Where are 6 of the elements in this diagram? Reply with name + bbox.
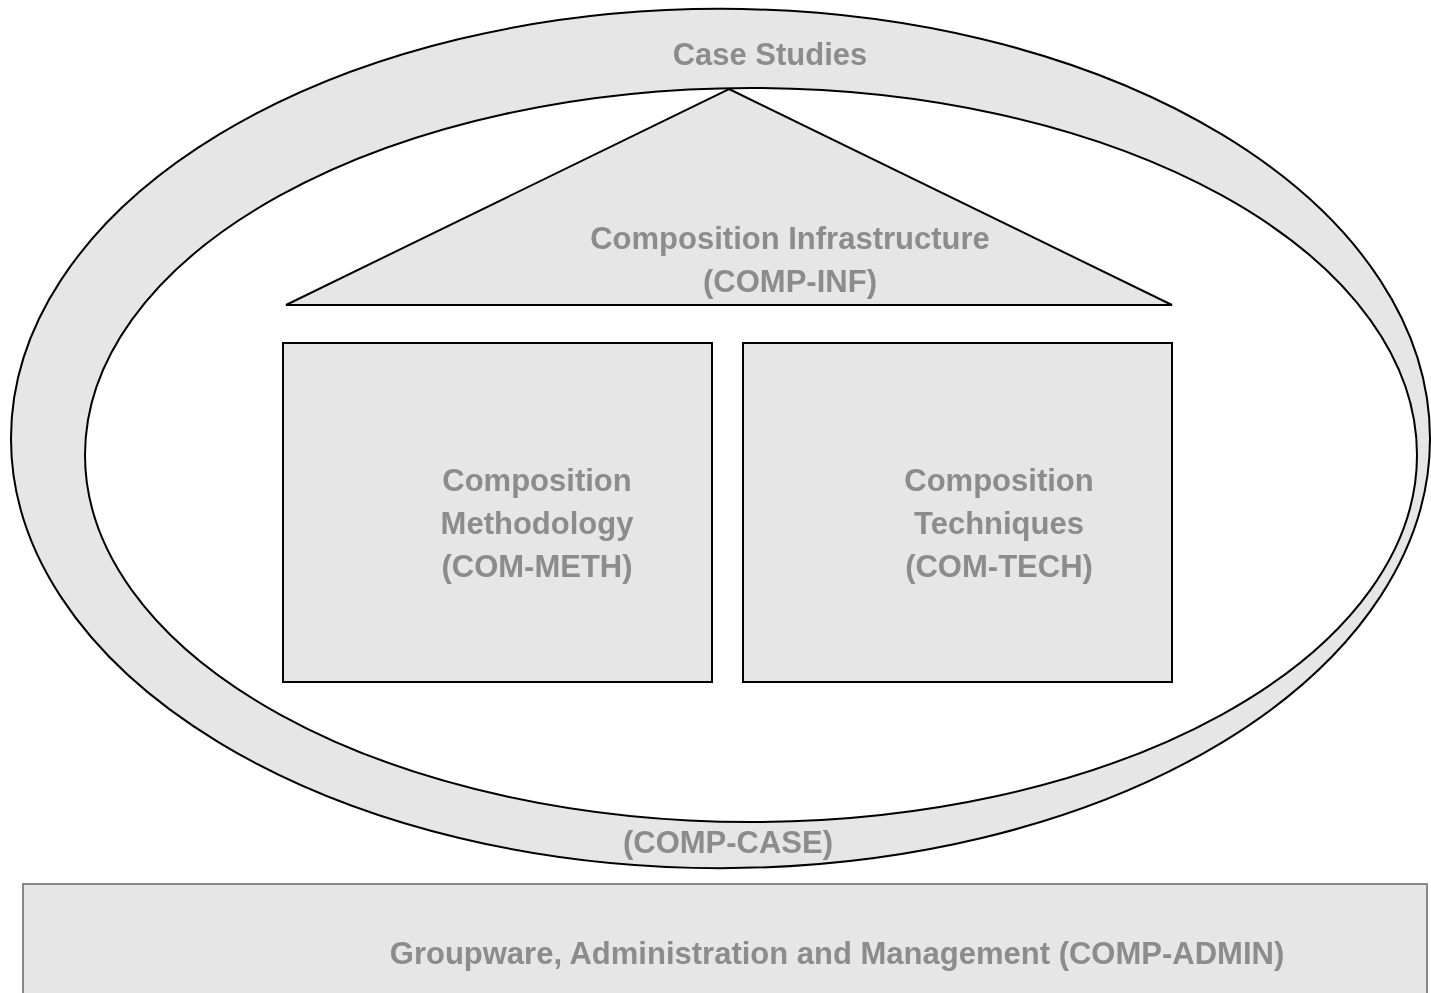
base-label: Groupware, Administration and Management (COMP-ADMIN) xyxy=(388,935,1286,973)
pillar-label: Composition Methodology (COM-METH) xyxy=(439,462,635,586)
ring-label: (COMP-CASE) xyxy=(621,824,835,862)
pillar-label: Composition Techniques (COM-TECH) xyxy=(903,462,1095,586)
roof-label: Composition Infrastructure (COMP-INF) xyxy=(589,220,991,301)
ring-title: Case Studies xyxy=(671,36,869,74)
